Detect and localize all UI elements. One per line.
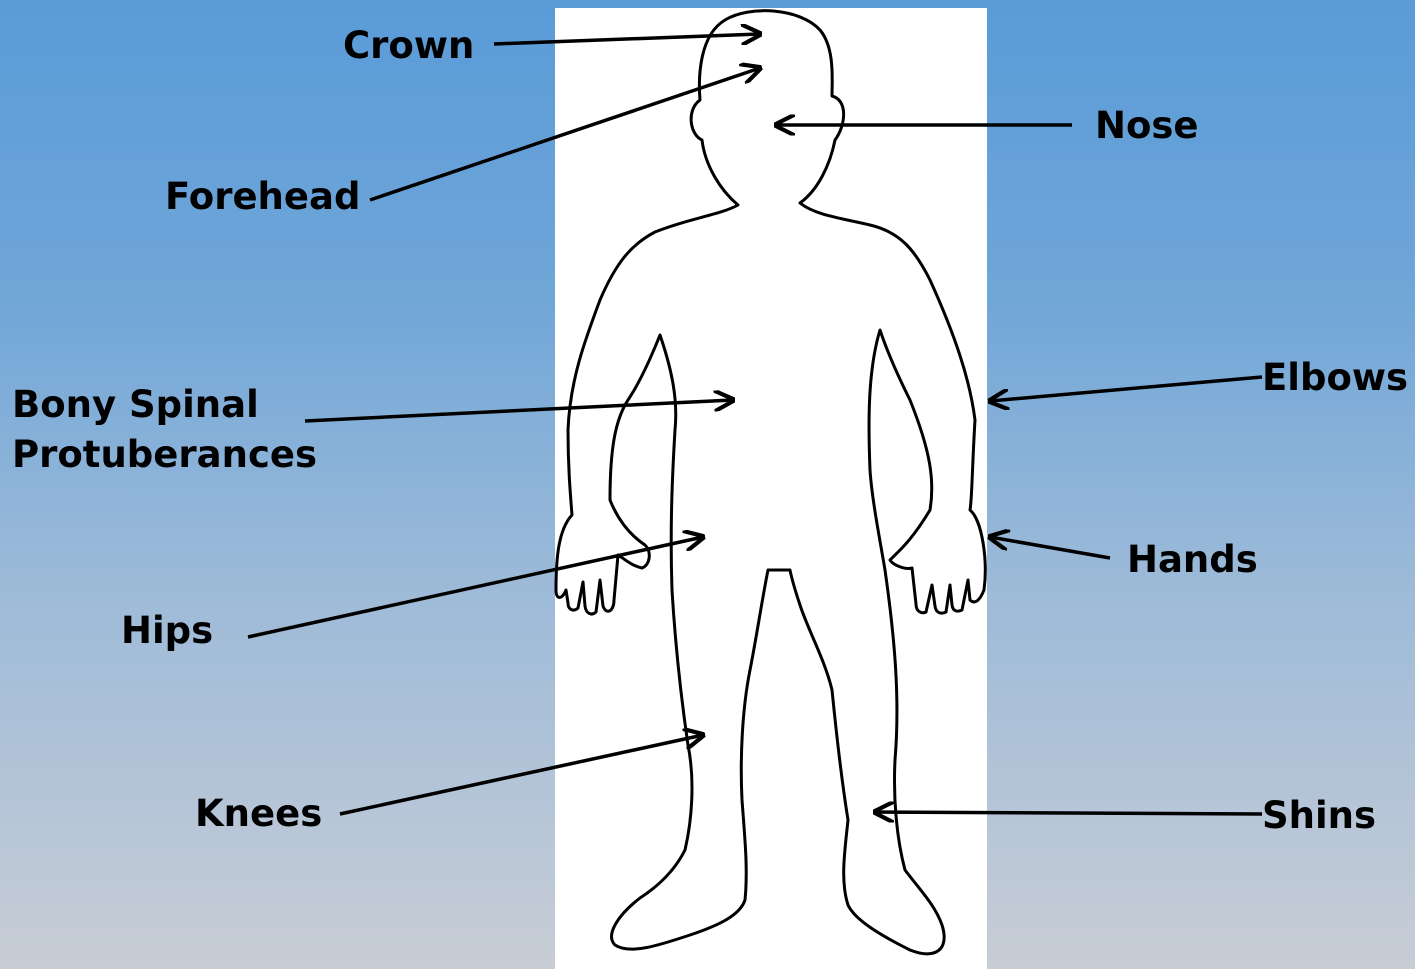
arrow-shins [875,812,1262,814]
label-nose: Nose [1095,101,1199,151]
label-shins: Shins [1262,791,1376,841]
label-bony-spinal: Bony Spinal [12,380,259,430]
label-elbows: Elbows [1262,353,1408,403]
arrow-elbows [990,377,1262,401]
arrow-spine [305,400,733,421]
label-protuberances: Protuberances [12,430,317,480]
label-knees: Knees [195,789,322,839]
label-hips: Hips [121,606,213,656]
label-hands: Hands [1127,535,1258,585]
arrow-knees [340,735,703,814]
label-crown: Crown [343,21,474,71]
arrow-hips [248,537,703,637]
arrow-hands [990,537,1110,558]
label-forehead: Forehead [165,172,360,222]
